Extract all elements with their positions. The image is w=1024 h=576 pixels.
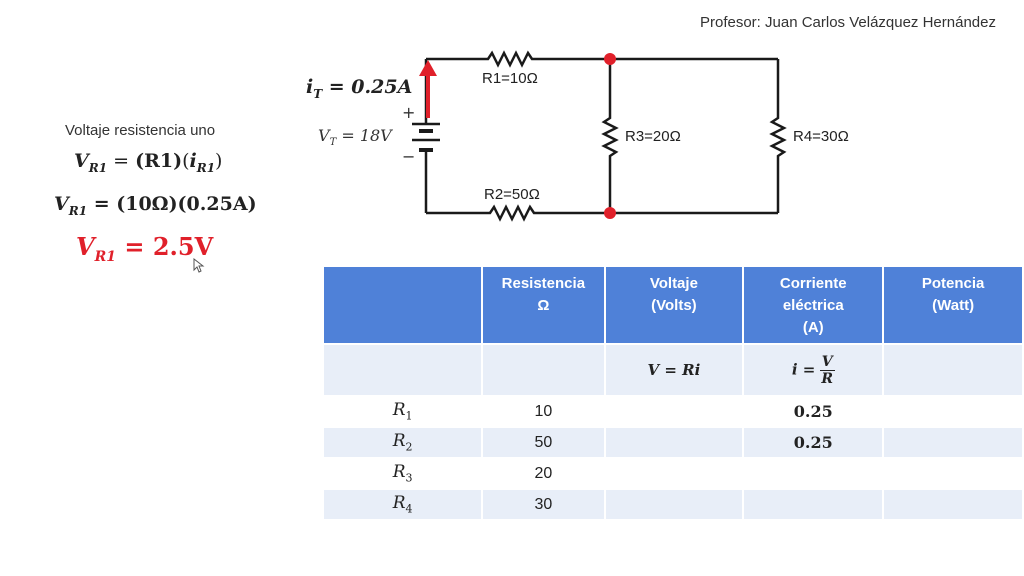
equation-2: VR1 = (10Ω)(0.25A) [54, 193, 257, 218]
row-current [744, 490, 883, 519]
row-resistance: 50 [483, 428, 604, 457]
row-resistance: 10 [483, 397, 604, 426]
current-label: iT = 0.25A [306, 76, 412, 101]
voltage-label: VT = 18V [318, 126, 393, 148]
row-voltage [605, 428, 743, 457]
current-arrow-head [419, 60, 437, 76]
row-name: R4 [324, 490, 482, 519]
row-resistance: 30 [483, 490, 604, 519]
row-name: R1 [324, 397, 482, 426]
row-voltage [605, 397, 743, 426]
professor-name: Profesor: Juan Carlos Velázquez Hernánde… [699, 14, 996, 31]
header-voltage: Voltaje(Volts) [605, 267, 743, 343]
row-resistance: 20 [483, 459, 604, 488]
circuit-diagram: iT = 0.25A + VT = 18V − R1=10Ω R2=50Ω R3… [306, 50, 849, 222]
r4-label: R4=30Ω [793, 128, 849, 145]
row-voltage [605, 459, 743, 488]
equation-caption: Voltaje resistencia uno [65, 122, 216, 139]
minus-sign: − [402, 147, 415, 166]
row-name: R2 [324, 428, 482, 457]
row-power [884, 428, 1022, 457]
mouse-cursor-icon [193, 258, 205, 273]
row-voltage [605, 490, 743, 519]
row-current [744, 459, 883, 488]
wire-r3 [601, 59, 619, 213]
header-power: Potencia(Watt) [884, 267, 1022, 343]
wire-bottom [426, 204, 778, 222]
voltage-formula: V = Ri [605, 345, 743, 395]
r1-label: R1=10Ω [482, 70, 538, 87]
r3-label: R3=20Ω [625, 128, 681, 145]
row-power [884, 459, 1022, 488]
wire-r4 [769, 59, 787, 213]
header-empty [324, 267, 482, 343]
row-name: R3 [324, 459, 482, 488]
equation-result: VR1 = 2.5V [76, 232, 214, 265]
row-power [884, 397, 1022, 426]
equation-1: VR1 = (R1)(iR1) [74, 150, 223, 175]
row-power [884, 490, 1022, 519]
node-top [604, 53, 616, 65]
node-bottom [604, 207, 616, 219]
plus-sign: + [402, 103, 415, 122]
row-current: 0.25 [744, 397, 883, 426]
row-current: 0.25 [744, 428, 883, 457]
r2-label: R2=50Ω [484, 186, 540, 203]
wire-top [426, 50, 778, 68]
